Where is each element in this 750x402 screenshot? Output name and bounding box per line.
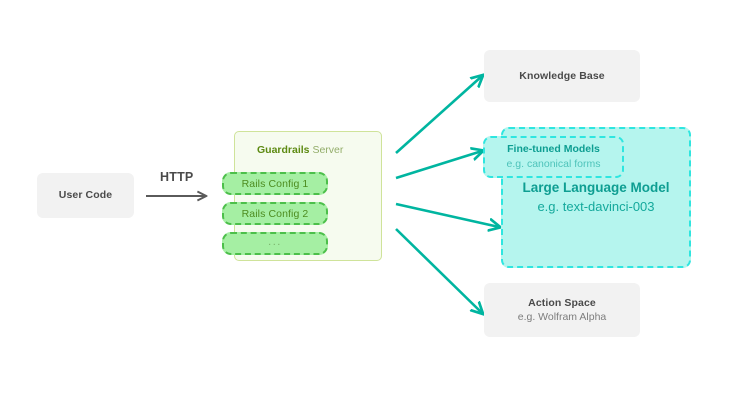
fine-tuned-models-subtitle: e.g. canonical forms bbox=[506, 158, 601, 170]
arrow-to-action-space bbox=[395, 228, 482, 313]
rails-config-2[interactable]: Rails Config 2 bbox=[222, 202, 328, 225]
knowledge-base-node[interactable]: Knowledge Base bbox=[484, 50, 640, 102]
guardrails-server-node[interactable]: Guardrails Server Rails Config 1 Rails C… bbox=[222, 131, 382, 261]
large-language-model-subtitle: e.g. text-davinci-003 bbox=[537, 198, 655, 214]
rails-config-2-label: Rails Config 2 bbox=[241, 207, 309, 220]
rails-config-1-label: Rails Config 1 bbox=[241, 177, 309, 190]
action-space-node[interactable]: Action Space e.g. Wolfram Alpha bbox=[484, 283, 640, 337]
large-language-model-title: Large Language Model bbox=[522, 180, 670, 196]
user-code-label: User Code bbox=[58, 189, 113, 202]
guardrails-server-title: Guardrails Server bbox=[257, 144, 343, 158]
fine-tuned-models-title: Fine-tuned Models bbox=[507, 143, 600, 156]
rails-config-more[interactable]: ... bbox=[222, 232, 328, 255]
rails-config-1[interactable]: Rails Config 1 bbox=[222, 172, 328, 195]
action-space-title: Action Space bbox=[528, 296, 596, 309]
arrow-to-knowledge-base bbox=[395, 76, 482, 154]
http-label: HTTP bbox=[160, 170, 194, 184]
arrow-to-large-language-model bbox=[395, 202, 499, 227]
fine-tuned-models-node[interactable]: Fine-tuned Models e.g. canonical forms bbox=[483, 136, 624, 178]
arrow-to-fine-tuned-models bbox=[395, 151, 482, 180]
guardrails-server-title-bold: Guardrails bbox=[257, 144, 310, 156]
guardrails-server-title-rest: Server bbox=[309, 144, 344, 156]
rails-config-more-label: ... bbox=[268, 235, 282, 248]
user-code-node[interactable]: User Code bbox=[37, 173, 134, 218]
knowledge-base-label: Knowledge Base bbox=[519, 69, 605, 82]
action-space-subtitle: e.g. Wolfram Alpha bbox=[517, 311, 607, 323]
